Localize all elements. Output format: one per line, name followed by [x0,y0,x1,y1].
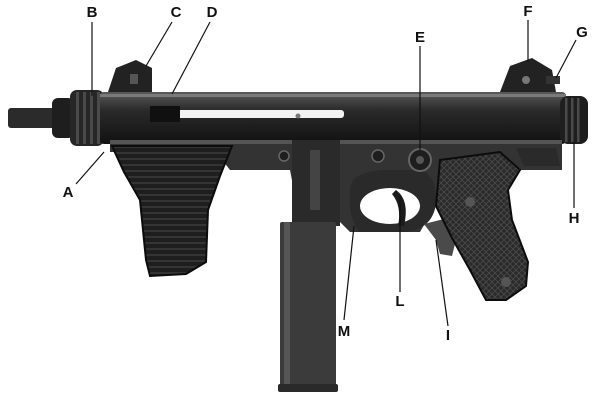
leader-c [145,21,173,67]
weapon-body [8,58,588,392]
label-i: I [446,327,450,344]
pistol-grip [434,150,530,301]
callout-labels: A B C D E F G H I L M [63,3,588,344]
leader-d [171,21,211,95]
leader-g [555,39,577,79]
label-d: D [207,4,218,21]
rear-sight [500,58,556,92]
rear-bracket [516,148,560,166]
label-e: E [415,29,425,46]
label-l: L [395,293,404,310]
leader-a [75,151,105,185]
barrel-muzzle [8,108,56,128]
label-f: F [523,3,532,20]
trigger [392,190,406,226]
leader-i [435,239,449,327]
label-b: B [87,4,98,21]
rear-cap [560,96,588,144]
label-a: A [63,184,74,201]
label-h: H [569,210,580,227]
leader-lines [75,20,577,327]
front-grip [112,146,232,276]
leader-m [343,225,355,321]
trigger-guard-opening [360,188,420,224]
barrel-nut [52,98,74,138]
magazine [280,222,336,390]
label-c: C [171,4,182,21]
label-g: G [576,24,588,41]
label-m: M [338,323,351,340]
cocking-slot [168,110,344,118]
